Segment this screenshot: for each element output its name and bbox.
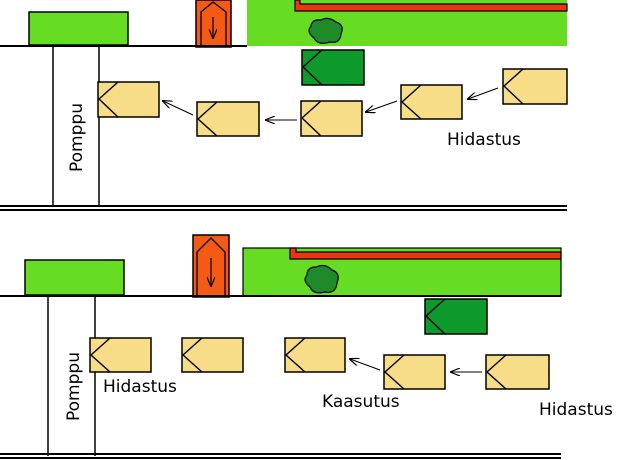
bottom-acceleration-label: Kaasutus bbox=[322, 392, 400, 412]
top-bush bbox=[308, 17, 343, 44]
bottom-slowdown-right-label: Hidastus bbox=[539, 400, 613, 420]
bottom-grass-left bbox=[24, 259, 125, 296]
bottom-pump-label: Pomppu bbox=[64, 352, 84, 421]
top-panel: Pomppu bbox=[0, 0, 568, 211]
top-slowdown-label: Hidastus bbox=[447, 130, 521, 150]
top-wall bbox=[294, 0, 568, 12]
top-car-3 bbox=[300, 100, 363, 137]
top-car-1 bbox=[97, 81, 160, 118]
top-car-2 bbox=[196, 101, 260, 137]
bottom-car-3 bbox=[284, 337, 346, 373]
bottom-dark-car bbox=[424, 298, 488, 335]
bottom-panel: Pomppu H bbox=[0, 234, 613, 459]
top-oneway-sign-border bbox=[200, 1, 227, 47]
top-pump-label: Pomppu bbox=[67, 103, 87, 172]
top-arrow-3 bbox=[366, 100, 398, 112]
bottom-car-4 bbox=[383, 354, 446, 390]
bottom-wall bbox=[289, 247, 562, 260]
bottom-arrow-1 bbox=[350, 359, 381, 371]
top-arrow-4 bbox=[468, 87, 499, 99]
bottom-bush bbox=[304, 264, 339, 294]
bottom-car-1 bbox=[89, 337, 152, 373]
top-dark-car bbox=[301, 49, 365, 86]
bottom-car-2 bbox=[181, 337, 244, 373]
top-arrow-1 bbox=[163, 101, 194, 116]
top-car-5 bbox=[502, 68, 568, 105]
bottom-car-5 bbox=[485, 354, 550, 390]
top-grass-left bbox=[28, 11, 129, 46]
bottom-slowdown-left-label: Hidastus bbox=[103, 377, 177, 397]
bottom-oneway-sign-border bbox=[196, 237, 226, 297]
top-car-4 bbox=[400, 84, 463, 120]
